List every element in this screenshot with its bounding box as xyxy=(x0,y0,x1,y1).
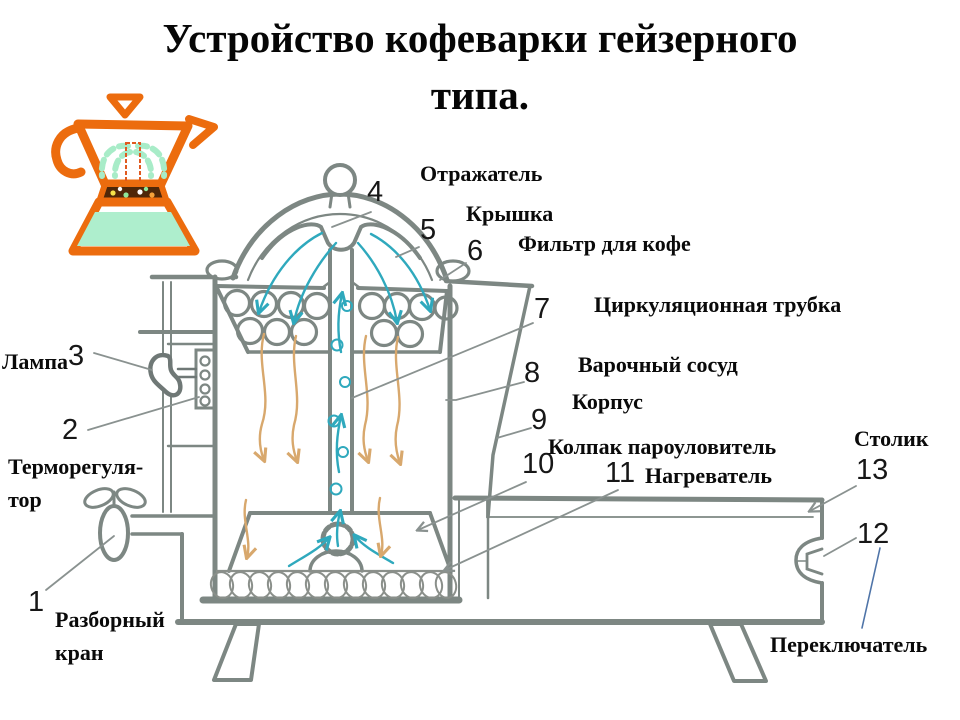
leader-3 xyxy=(93,352,153,371)
label-filter: Фильтр для кофе xyxy=(518,231,691,256)
label-thermostat-line1: Терморегуля- xyxy=(8,454,144,479)
leader-2 xyxy=(87,396,200,431)
leader-13 xyxy=(810,485,857,511)
filter-basket xyxy=(214,284,459,354)
number-steam-cap: 10 xyxy=(522,448,555,480)
moka-fountain xyxy=(98,142,168,179)
label-lamp: Лампа xyxy=(2,349,69,374)
label-heater: Нагреватель xyxy=(645,463,772,488)
leader-lines xyxy=(45,211,881,629)
number-switch: 12 xyxy=(857,518,890,550)
label-body: Корпус xyxy=(572,389,643,414)
label-switch: Переключатель xyxy=(770,632,928,657)
number-brew-vessel: 8 xyxy=(524,357,541,389)
leader-7 xyxy=(351,322,534,399)
leader-6 xyxy=(439,262,467,281)
leader-9 xyxy=(496,427,532,439)
lid-knob xyxy=(323,163,357,197)
steam-bubbles xyxy=(327,300,353,496)
number-lid: 5 xyxy=(420,214,437,246)
steam-cap xyxy=(227,511,453,573)
thermostat-block xyxy=(194,348,216,410)
legs xyxy=(212,622,768,683)
leader-5 xyxy=(395,246,420,258)
label-reflector: Отражатель xyxy=(420,161,543,186)
label-circulation-tube: Циркуляционная трубка xyxy=(594,292,842,317)
number-circulation-tube: 7 xyxy=(534,293,551,325)
number-filter: 6 xyxy=(467,235,484,267)
switch-knob xyxy=(794,536,824,585)
leader-11 xyxy=(445,489,619,570)
number-body: 9 xyxy=(531,404,548,436)
label-table: Столик xyxy=(854,426,929,451)
leader-8 xyxy=(445,381,525,401)
heater-coil xyxy=(209,569,458,599)
moka-spout xyxy=(185,115,218,149)
water-flow-arrows xyxy=(245,332,400,557)
reflector-shape xyxy=(260,222,422,260)
label-steam-cap: Колпак пароуловитель xyxy=(548,434,777,459)
lid-dome xyxy=(230,191,450,283)
leader-12 xyxy=(823,537,857,557)
lid-assembly xyxy=(230,163,450,283)
page-title: Устройство кофеварки гейзерного типа. xyxy=(0,10,960,124)
moka-knob xyxy=(106,93,144,119)
number-heater: 11 xyxy=(605,457,636,489)
circulation-tube xyxy=(320,248,362,514)
moka-lower-vessel xyxy=(68,197,200,256)
label-brew-vessel: Варочный сосуд xyxy=(578,352,738,377)
label-tap-line1: Разборный xyxy=(55,607,165,632)
label-tap-line2: кран xyxy=(55,640,104,665)
outer-body xyxy=(138,259,535,600)
steam-flow-arrows xyxy=(259,231,430,568)
number-tap: 1 xyxy=(28,586,45,618)
lamp-assembly xyxy=(148,352,198,398)
title-line2: типа. xyxy=(430,72,530,118)
number-thermostat: 2 xyxy=(62,414,79,446)
number-reflector: 4 xyxy=(367,176,384,208)
number-lamp: 3 xyxy=(68,340,85,372)
moka-handle xyxy=(51,123,86,179)
title-line1: Устройство кофеварки гейзерного xyxy=(162,15,798,61)
brew-vessel xyxy=(199,274,463,604)
moka-pot-icon xyxy=(51,93,218,256)
label-thermostat-line2: тор xyxy=(8,487,42,512)
label-lid: Крышка xyxy=(466,201,554,226)
number-table: 13 xyxy=(856,454,889,486)
leader-4 xyxy=(331,211,372,228)
leader-switch-blue xyxy=(861,547,881,629)
leader-10 xyxy=(418,481,527,530)
tap-assembly xyxy=(83,487,217,562)
leader-1 xyxy=(45,535,115,591)
